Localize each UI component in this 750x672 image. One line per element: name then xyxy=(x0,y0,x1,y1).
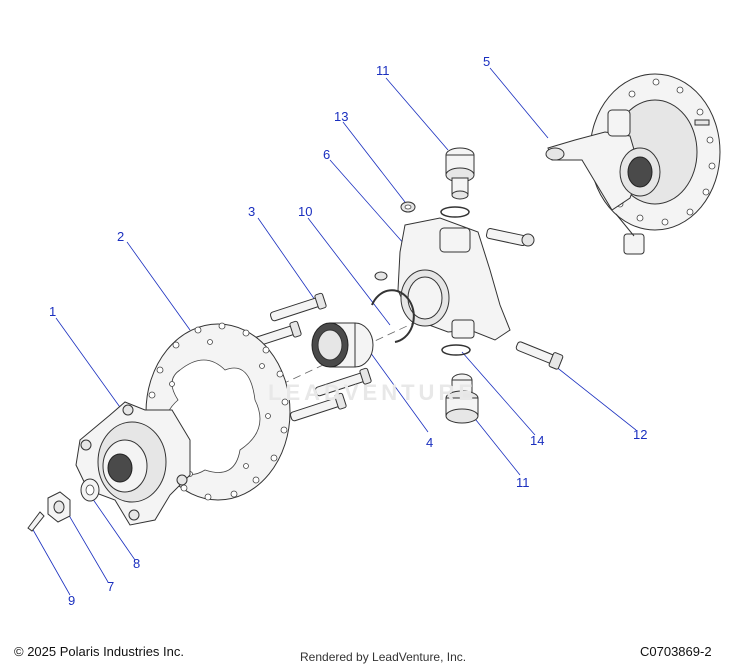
leader-5 xyxy=(489,67,549,139)
leader-11b xyxy=(467,409,521,476)
knuckle-small-nut xyxy=(374,271,388,281)
small-nut xyxy=(400,201,416,213)
wheel-bearing xyxy=(311,322,374,368)
steering-knuckle xyxy=(397,217,535,341)
diagram-code: C0703869-2 xyxy=(640,644,712,659)
leader-4 xyxy=(369,351,429,433)
leader-14 xyxy=(461,351,536,436)
lower-ball-joint xyxy=(445,373,479,424)
leader-2 xyxy=(126,241,191,331)
leader-lines xyxy=(31,67,637,596)
hub-washer xyxy=(80,478,100,502)
callout-7[interactable]: 7 xyxy=(107,579,115,594)
cotter-pin xyxy=(27,511,45,532)
callout-11-upper[interactable]: 11 xyxy=(376,63,390,78)
leader-10 xyxy=(307,217,391,326)
upper-ball-joint xyxy=(445,147,475,200)
rendered-by-text: Rendered by LeadVenture, Inc. xyxy=(300,650,467,664)
callout-10[interactable]: 10 xyxy=(298,204,313,219)
callout-12[interactable]: 12 xyxy=(633,427,648,442)
callout-2[interactable]: 2 xyxy=(117,229,125,244)
callout-14[interactable]: 14 xyxy=(530,433,545,448)
assembled-hub-rotor xyxy=(545,73,721,255)
callout-6[interactable]: 6 xyxy=(323,147,331,162)
watermark: LEADVENTURE xyxy=(268,380,478,405)
callout-5[interactable]: 5 xyxy=(483,54,491,69)
callout-9[interactable]: 9 xyxy=(68,593,76,608)
leader-13 xyxy=(342,121,406,203)
leader-11a xyxy=(385,77,449,151)
leader-3 xyxy=(257,217,316,301)
copyright-text: © 2025 Polaris Industries Inc. xyxy=(14,644,184,659)
snap-ring xyxy=(371,289,415,343)
callout-1[interactable]: 1 xyxy=(49,304,57,319)
callout-13[interactable]: 13 xyxy=(334,109,349,124)
leader-1 xyxy=(55,317,123,411)
callout-11-lower[interactable]: 11 xyxy=(516,475,530,490)
castle-nut xyxy=(47,491,71,523)
leader-6 xyxy=(329,159,406,246)
snap-ring-top xyxy=(440,206,470,218)
leader-12 xyxy=(549,361,637,431)
callout-3[interactable]: 3 xyxy=(248,204,256,219)
wheel-hub xyxy=(75,401,191,526)
lower-washer xyxy=(441,344,471,356)
brake-rotor-holes xyxy=(146,322,289,501)
callout-4[interactable]: 4 xyxy=(426,435,434,450)
leader-8 xyxy=(89,494,136,561)
knuckle-bolt xyxy=(515,341,564,370)
callout-8[interactable]: 8 xyxy=(133,556,141,571)
leader-9 xyxy=(31,527,71,596)
